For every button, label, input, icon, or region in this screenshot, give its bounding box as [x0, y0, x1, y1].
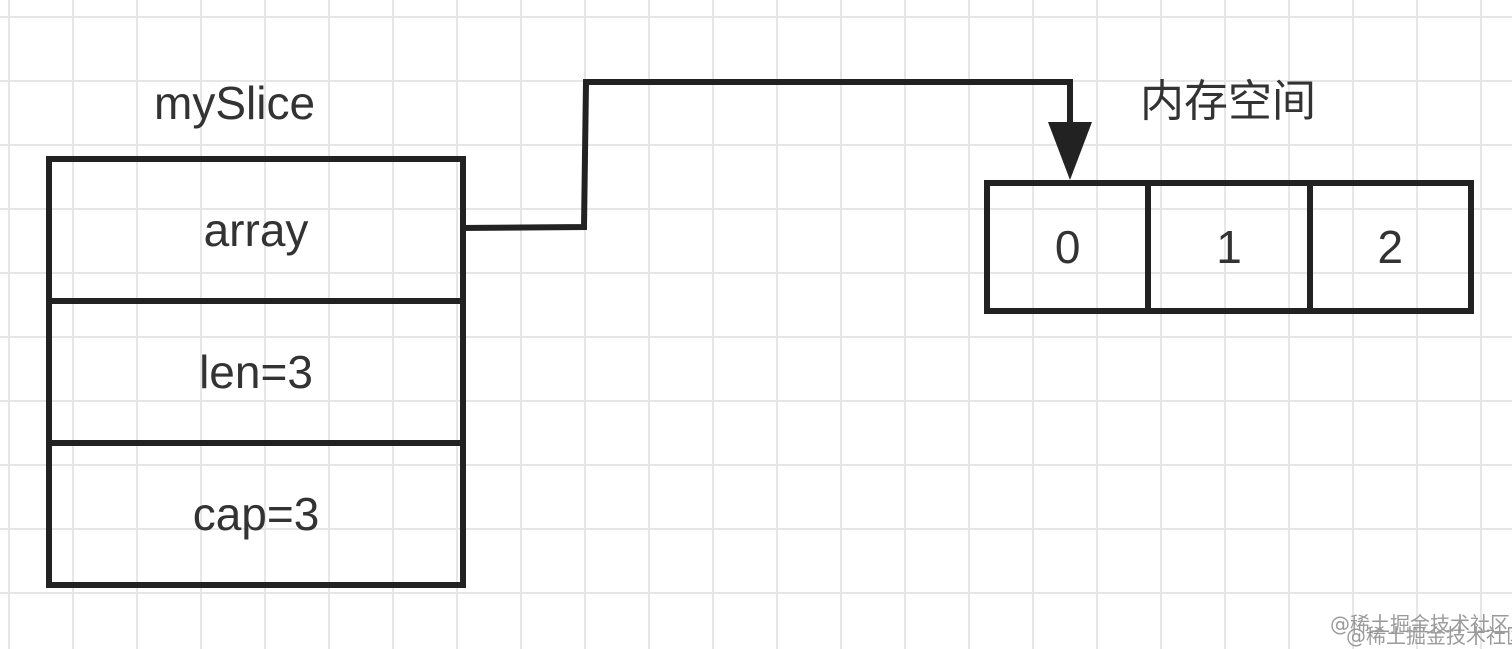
watermark-text-shadow: @稀土掘金技术社区	[1346, 624, 1512, 648]
pointer-arrowhead-icon	[1048, 122, 1092, 180]
watermark-text: @稀土掘金技术社区	[1330, 612, 1510, 636]
memory-array-box: 0 1 2	[984, 180, 1474, 314]
pointer-line	[459, 79, 1073, 231]
field-len: len=3	[52, 298, 460, 440]
memory-cell-0: 0	[1054, 221, 1081, 273]
field-cap: cap=3	[52, 440, 460, 582]
memory-cell-2: 2	[1306, 186, 1468, 308]
memory-cell-1: 1	[1145, 186, 1306, 308]
struct-title: mySlice	[154, 77, 316, 129]
memory-title: 内存空间	[1140, 76, 1316, 127]
slice-struct-box: array len=3 cap=3	[46, 156, 466, 588]
field-array: array	[203, 204, 309, 256]
